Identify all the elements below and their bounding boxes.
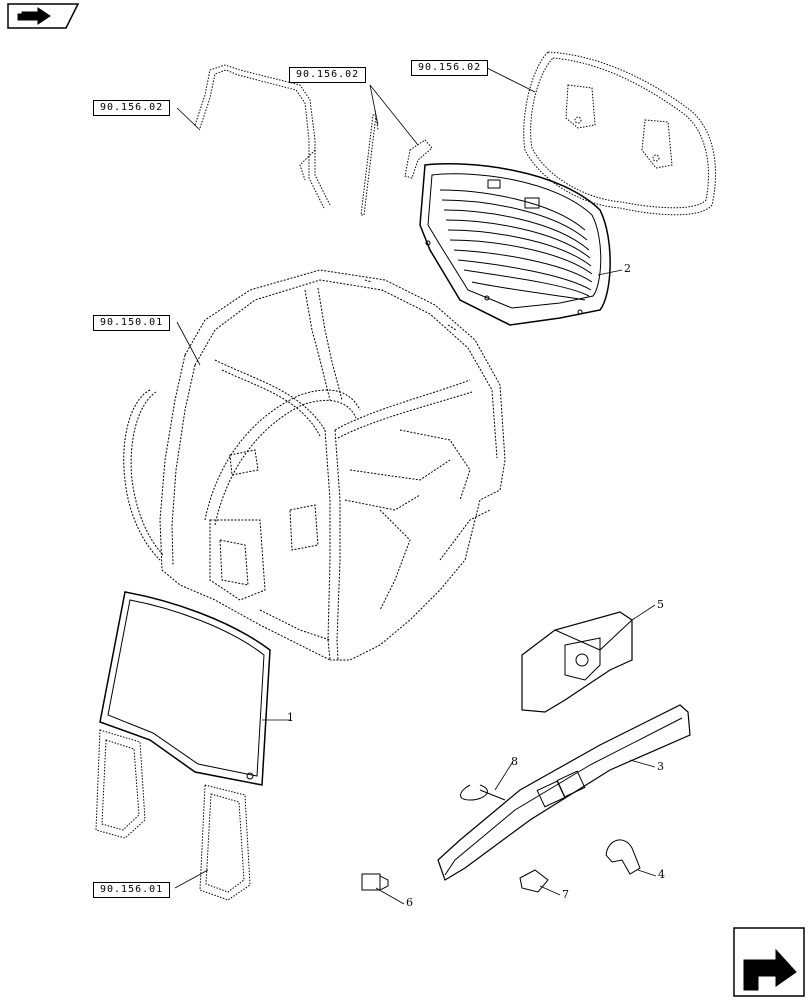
reference-90-156-01[interactable]: 90.156.01 [93,882,171,898]
leader-lines [174,66,657,905]
bracket-part [519,869,549,893]
callout-2: 2 [624,262,631,275]
reference-90-156-02-right[interactable]: 90.156.02 [411,60,489,76]
trim-rail-part [437,704,691,881]
windscreen-part [99,591,271,786]
cable-tie-part [460,784,506,801]
plug-part [361,873,389,891]
door-seal-right-part [199,784,251,901]
strut-bracket-part [404,139,433,179]
callout-8: 8 [511,755,518,768]
callout-4: 4 [658,868,665,881]
reference-90-156-02-center[interactable]: 90.156.02 [289,67,367,83]
callout-5: 5 [657,598,664,611]
callout-6: 6 [406,896,413,909]
gas-strut-part [360,109,379,216]
rear-window-glass-part [419,163,611,326]
cab-frame-part [123,269,506,661]
reference-90-150-01[interactable]: 90.150.01 [93,315,171,331]
reference-90-156-02-left[interactable]: 90.156.02 [93,100,171,116]
next-arrow-icon[interactable] [733,927,805,997]
clip-part [605,839,641,875]
callout-7: 7 [562,888,569,901]
callout-3: 3 [657,760,664,773]
callout-1: 1 [287,711,294,724]
back-arrow-icon[interactable] [7,3,80,29]
door-seal-left-part [95,729,146,839]
grab-handle-part [194,64,331,209]
rear-window-seal-part [523,51,717,216]
cover-part [521,611,633,713]
